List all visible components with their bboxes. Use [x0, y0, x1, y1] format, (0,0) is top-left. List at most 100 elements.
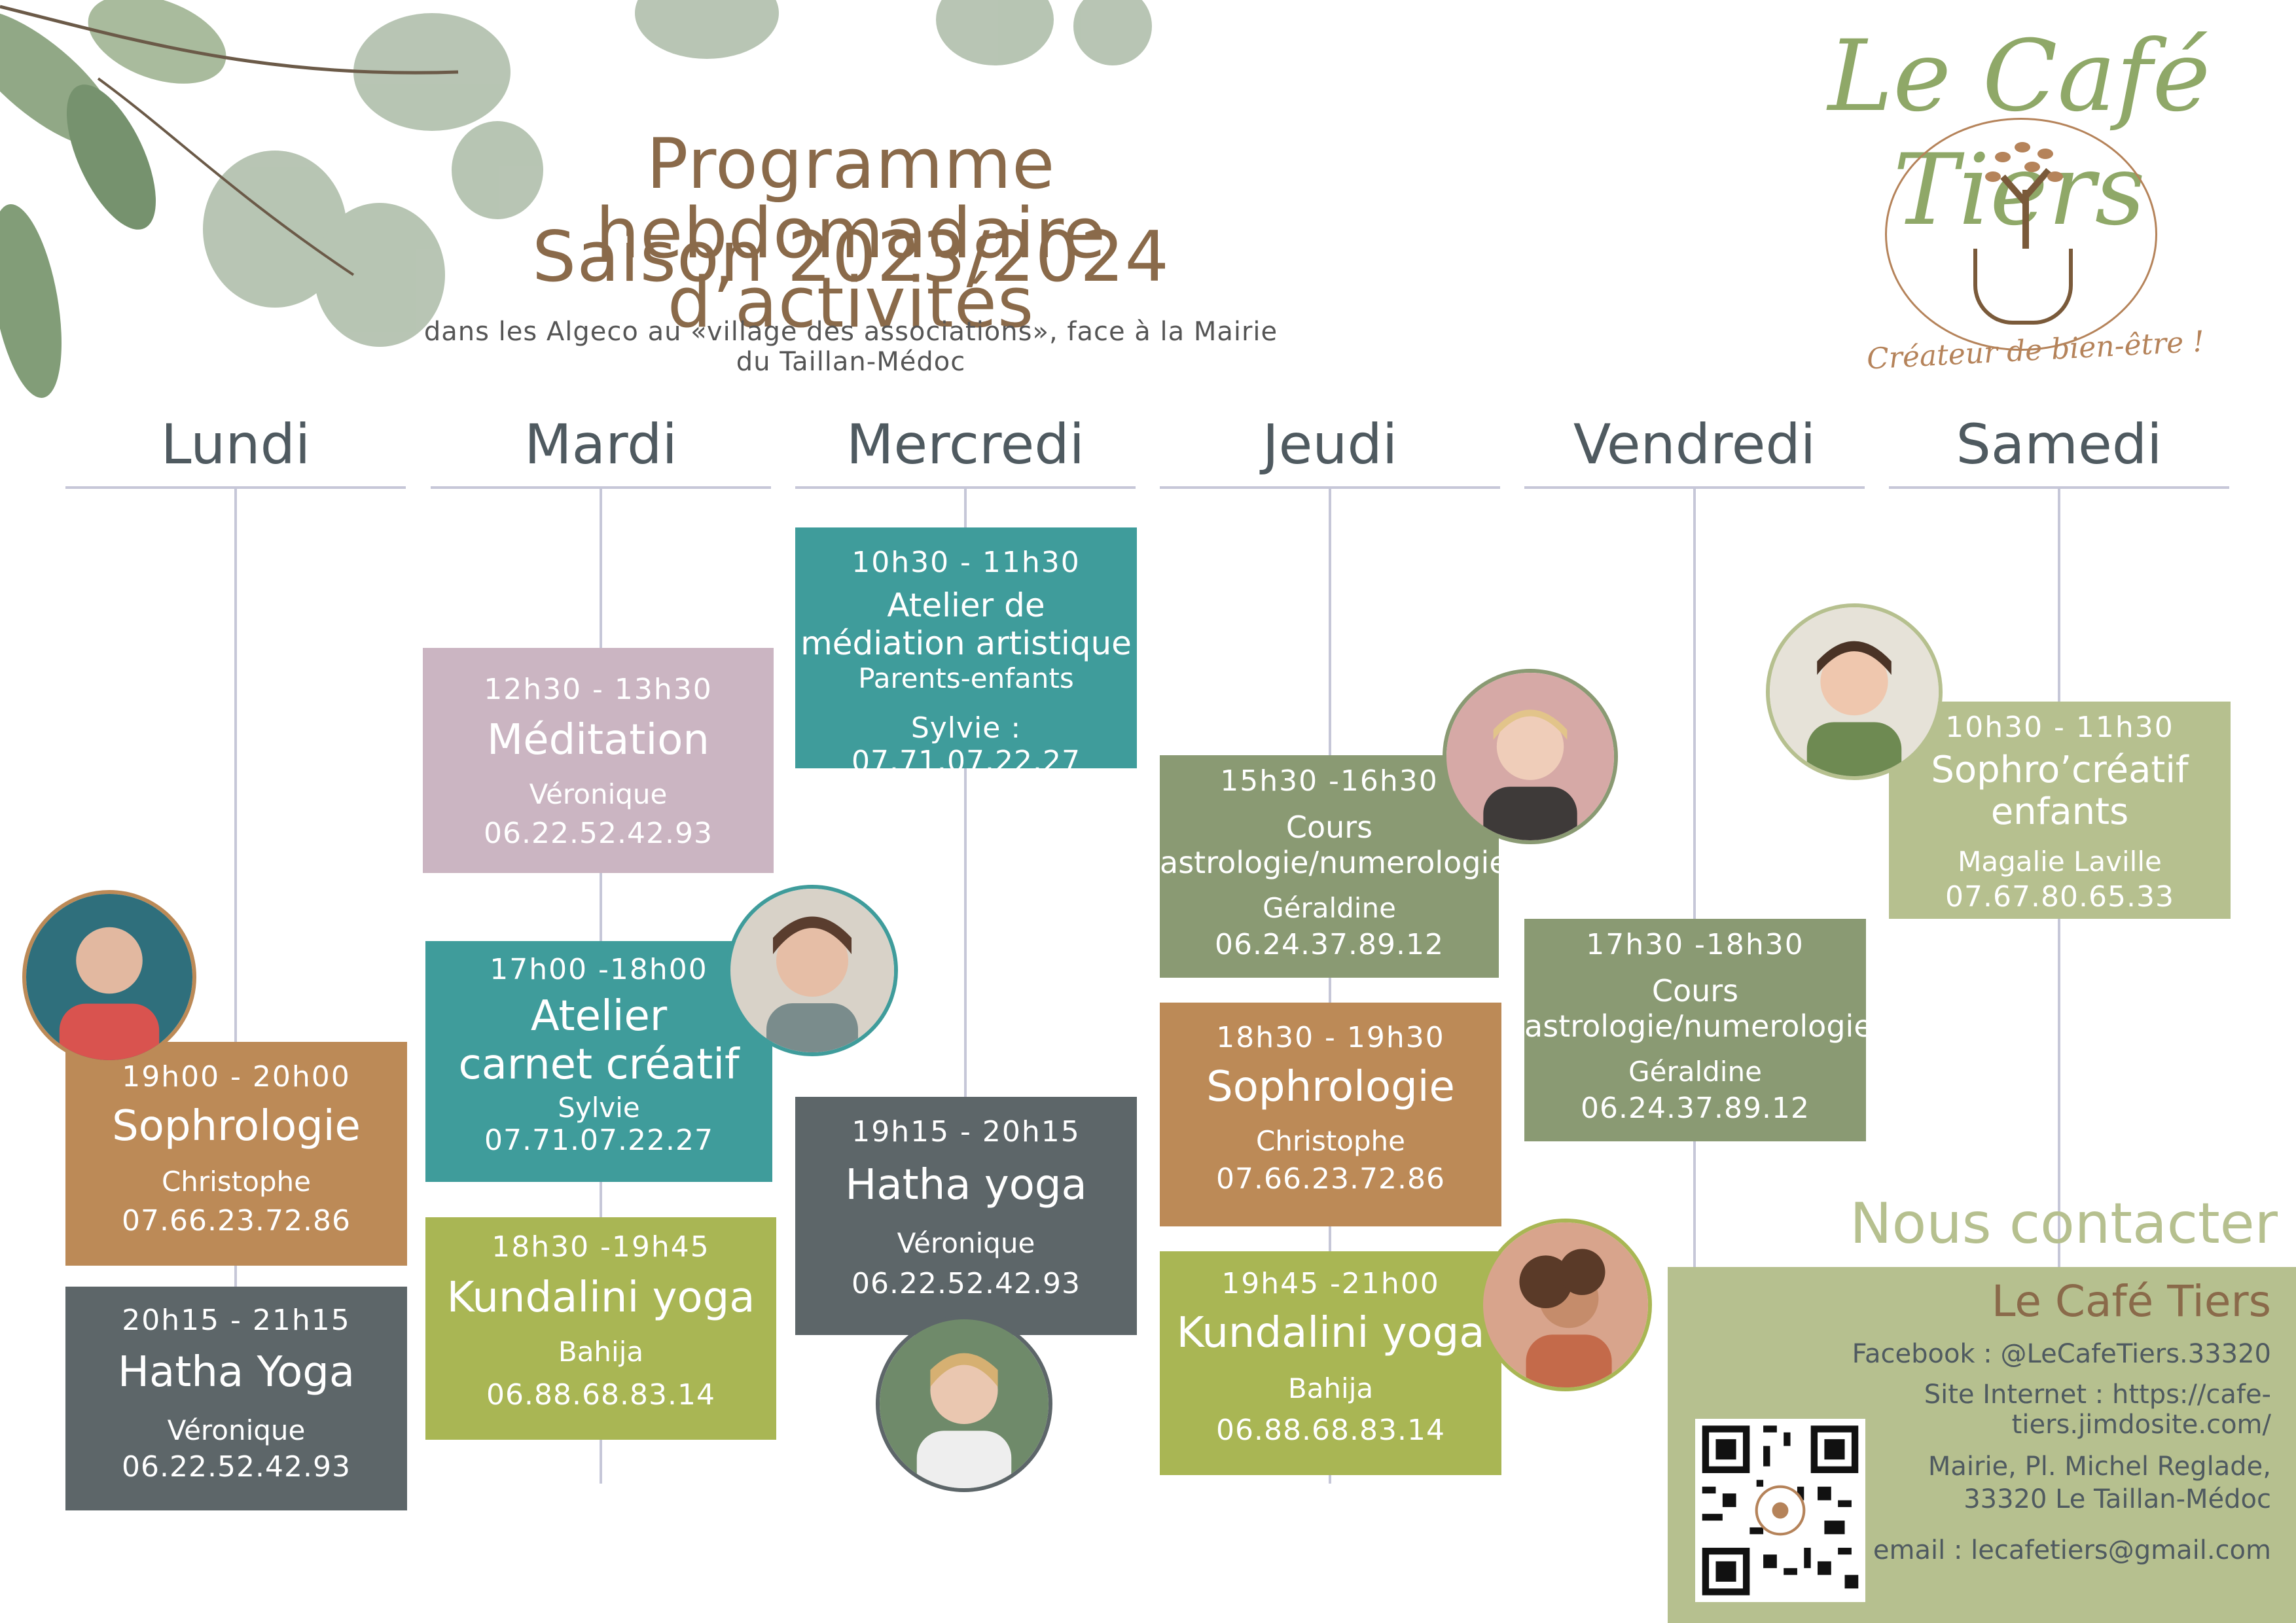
activity-instructor: Véronique	[897, 1226, 1035, 1259]
activity-instructor: Christophe	[161, 1165, 312, 1198]
contact-facebook[interactable]: Facebook : @LeCafeTiers.33320	[1852, 1339, 2271, 1369]
day-rule	[795, 486, 1136, 489]
activity-time: 17h00 -18h00	[490, 953, 708, 986]
day-mardi: Mardi	[524, 412, 677, 476]
activity-name-line1: Atelier de	[887, 586, 1045, 624]
activity-mardi-kundalini[interactable]: 18h30 -19h45 Kundalini yoga Bahija 06.88…	[425, 1217, 776, 1440]
qr-code-icon[interactable]	[1695, 1419, 1865, 1602]
activity-time: 19h15 - 20h15	[852, 1115, 1081, 1149]
activity-phone: 07.67.80.65.33	[1945, 880, 2174, 914]
activity-name: Méditation	[487, 716, 709, 764]
cafe-tiers-logo: Le Café Tiers Créateur de bien-être !	[1787, 20, 2251, 386]
activity-name-line2: médiation artistique	[800, 624, 1132, 662]
activity-instructor: Véronique	[167, 1414, 306, 1446]
activity-time: 17h30 -18h30	[1586, 928, 1804, 961]
activity-name: Kundalini yoga	[446, 1274, 755, 1322]
activity-name: Sophrologie	[1206, 1063, 1455, 1111]
coffee-tree-icon	[1985, 142, 2063, 249]
activity-instructor: Christophe	[1255, 1124, 1406, 1157]
activity-time: 18h30 - 19h30	[1216, 1021, 1445, 1054]
contact-address-line2: 33320 Le Taillan-Médoc	[1964, 1484, 2271, 1514]
activity-instructor: Bahija	[558, 1335, 644, 1368]
activity-name: Hatha Yoga	[117, 1348, 355, 1397]
avatar-geraldine	[1443, 669, 1618, 844]
activity-phone: 06.88.68.83.14	[1216, 1413, 1445, 1447]
avatar-christophe	[22, 890, 196, 1064]
activity-name-line2: astrologie/numerologie	[1524, 1008, 1873, 1044]
contact-address-line1: Mairie, Pl. Michel Reglade,	[1928, 1452, 2271, 1482]
activity-name-line2: astrologie/numerologie	[1160, 845, 1508, 880]
activity-jeudi-kundalini[interactable]: 19h45 -21h00 Kundalini yoga Bahija 06.88…	[1160, 1251, 1501, 1475]
activity-name-line1: Cours	[1285, 810, 1373, 845]
activity-name-line2: carnet créatif	[458, 1040, 740, 1089]
activity-phone: 07.66.23.72.86	[122, 1204, 351, 1238]
activity-instructor: Véronique	[529, 777, 668, 810]
activity-phone: 06.22.52.42.93	[484, 816, 713, 850]
activity-phone: 06.24.37.89.12	[1581, 1092, 1810, 1125]
day-vendredi: Vendredi	[1573, 412, 1816, 476]
activity-time: 15h30 -16h30	[1220, 764, 1439, 798]
activity-instructor: Géraldine	[1263, 892, 1396, 924]
activity-phone: 06.24.37.89.12	[1215, 928, 1444, 961]
activity-time: 10h30 - 11h30	[1945, 711, 2174, 744]
location-subtitle: dans les Algeco au «village des associat…	[423, 317, 1278, 377]
coffee-cup-icon	[1973, 249, 2073, 325]
avatar-veronique	[876, 1315, 1052, 1492]
activity-jeudi-sophrologie[interactable]: 18h30 - 19h30 Sophrologie Christophe 07.…	[1160, 1003, 1501, 1226]
activity-phone: 07.66.23.72.86	[1216, 1162, 1445, 1196]
avatar-bahija	[1479, 1219, 1652, 1391]
day-rule	[1160, 486, 1500, 489]
activity-phone: 07.71.07.22.27	[484, 1124, 713, 1158]
activity-phone: 06.22.52.42.93	[122, 1450, 351, 1484]
activity-instructor: Sylvie	[558, 1092, 640, 1124]
activity-name: Sophrologie	[112, 1102, 361, 1150]
day-lundi: Lundi	[160, 412, 311, 476]
activity-name-line2: enfants	[1990, 791, 2129, 834]
activity-time: 18h30 -19h45	[492, 1230, 710, 1264]
activity-time: 20h15 - 21h15	[122, 1304, 351, 1337]
activity-phone: 06.88.68.83.14	[486, 1378, 715, 1412]
contact-heading: Nous contacter	[1850, 1191, 2278, 1257]
activity-name-line1: Atelier	[530, 992, 668, 1041]
activity-mardi-meditation[interactable]: 12h30 - 13h30 Méditation Véronique 06.22…	[423, 648, 774, 873]
avatar-sylvie	[726, 885, 898, 1056]
activity-mercredi-hatha-yoga[interactable]: 19h15 - 20h15 Hatha yoga Véronique 06.22…	[795, 1097, 1137, 1335]
page-title: Programme hebdomadaire d’activités	[595, 124, 1107, 343]
contact-email[interactable]: email : lecafetiers@gmail.com	[1873, 1535, 2271, 1565]
page-subtitle-season: Saison 2023/2024	[532, 217, 1170, 297]
activity-name-line3: Parents-enfants	[858, 662, 1074, 694]
activity-jeudi-astrologie[interactable]: 15h30 -16h30 Cours astrologie/numerologi…	[1160, 755, 1508, 978]
activity-instructor-phone: Sylvie : 07.71.07.22.27	[852, 711, 1081, 778]
activity-instructor: Géraldine	[1628, 1056, 1762, 1088]
timeline-line	[964, 489, 967, 1405]
leaves-decoration	[0, 0, 1152, 398]
day-rule	[1889, 486, 2229, 489]
activity-phone: 06.22.52.42.93	[852, 1266, 1081, 1300]
activity-name-line1: Sophro’créatif	[1931, 749, 2189, 791]
timeline-line	[234, 489, 237, 1471]
contact-website[interactable]: Site Internet : https://cafe-tiers.jimdo…	[1924, 1380, 2271, 1440]
activity-time: 19h00 - 20h00	[122, 1060, 351, 1094]
timeline-line	[1693, 489, 1696, 1268]
day-jeudi: Jeudi	[1262, 412, 1398, 476]
day-rule	[431, 486, 771, 489]
activity-time: 10h30 - 11h30	[852, 546, 1081, 579]
activity-instructor: Bahija	[1287, 1372, 1374, 1404]
activity-mardi-atelier-carnet[interactable]: 17h00 -18h00 Atelier carnet créatif Sylv…	[425, 941, 772, 1182]
activity-name-line1: Cours	[1651, 973, 1739, 1008]
activity-lundi-sophrologie[interactable]: 19h00 - 20h00 Sophrologie Christophe 07.…	[65, 1042, 407, 1266]
day-samedi: Samedi	[1956, 412, 2162, 476]
day-rule	[65, 486, 406, 489]
activity-samedi-sophro-creatif[interactable]: 10h30 - 11h30 Sophro’créatif enfants Mag…	[1889, 702, 2231, 919]
activity-name: Hatha yoga	[845, 1161, 1087, 1209]
day-mercredi: Mercredi	[846, 412, 1085, 476]
avatar-magalie	[1766, 603, 1943, 780]
activity-instructor: Magalie Laville	[1958, 845, 2162, 878]
day-rule	[1524, 486, 1865, 489]
activity-vendredi-astrologie[interactable]: 17h30 -18h30 Cours astrologie/numerologi…	[1524, 919, 1873, 1141]
timeline-line	[1329, 489, 1331, 1484]
activity-lundi-hatha-yoga[interactable]: 20h15 - 21h15 Hatha Yoga Véronique 06.22…	[65, 1287, 407, 1510]
activity-mercredi-mediation[interactable]: 10h30 - 11h30 Atelier de médiation artis…	[795, 527, 1137, 778]
activity-name: Kundalini yoga	[1176, 1309, 1485, 1357]
activity-time: 12h30 - 13h30	[484, 673, 713, 706]
